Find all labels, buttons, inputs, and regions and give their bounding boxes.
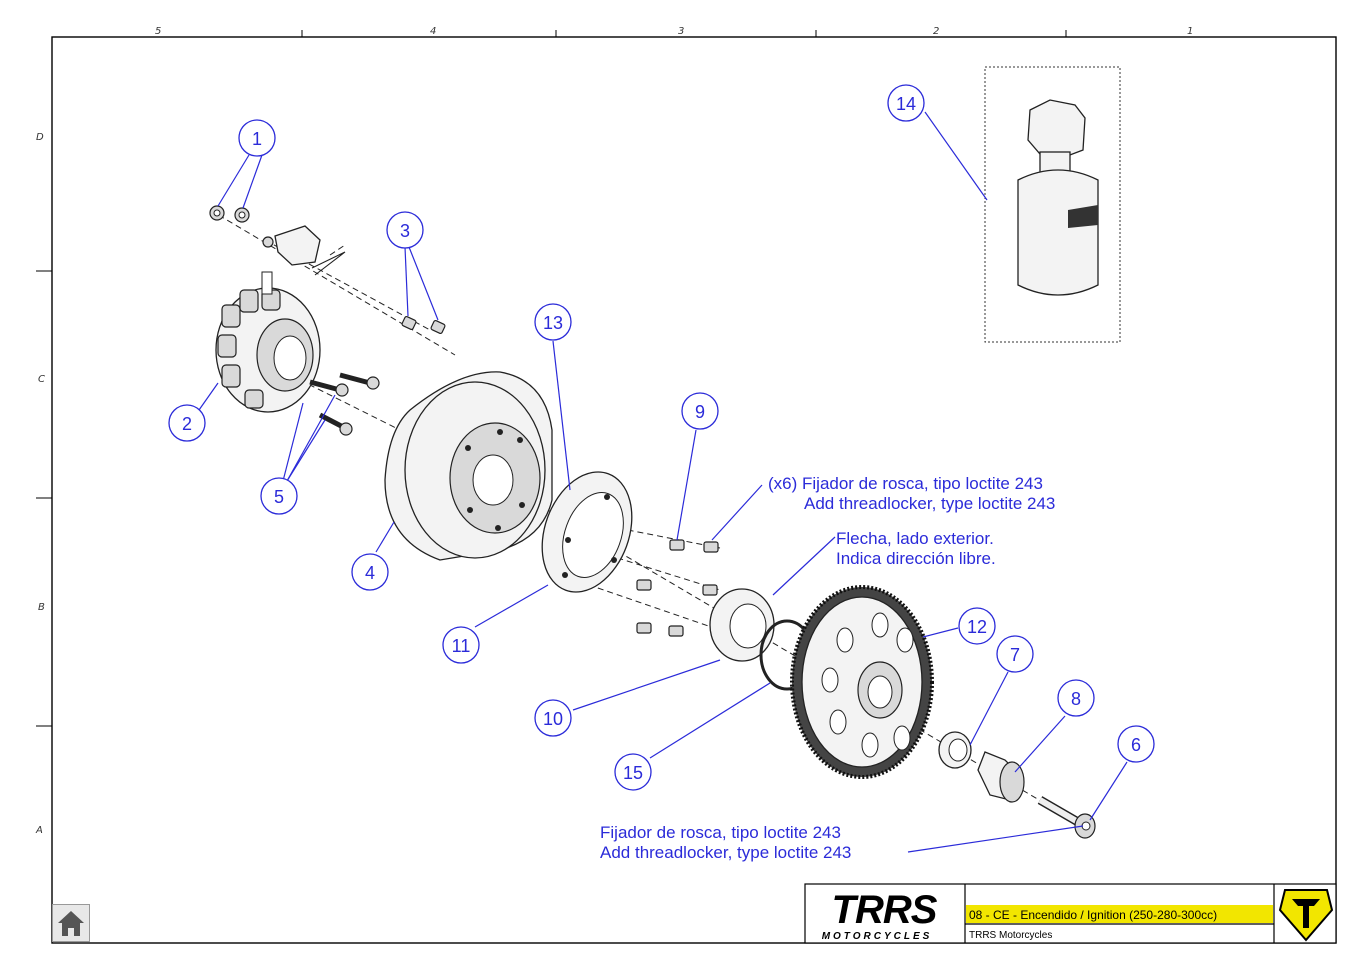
part-spacer	[977, 751, 1025, 803]
balloon-9: 9	[681, 392, 719, 430]
svg-text:12: 12	[967, 617, 987, 637]
svg-text:8: 8	[1071, 689, 1081, 709]
svg-text:15: 15	[623, 763, 643, 783]
balloon-6: 6	[1117, 725, 1155, 763]
svg-text:6: 6	[1131, 735, 1141, 755]
note-threadlocker-en: Add threadlocker, type loctite 243	[600, 843, 851, 862]
part-bearing	[709, 588, 775, 662]
zone-side-c: C	[38, 374, 45, 385]
title-block: TRRS MOTORCYCLES 08 - CE - Encendido / I…	[804, 883, 1337, 944]
svg-text:7: 7	[1010, 645, 1020, 665]
part-nuts	[209, 205, 250, 223]
part-puller-tool	[984, 66, 1121, 343]
zone-side-d: D	[36, 132, 44, 143]
part-clutch-ring	[541, 471, 633, 593]
leader-lines	[198, 111, 1128, 853]
balloon-12: 12	[958, 607, 996, 645]
balloon-11: 11	[442, 626, 480, 664]
zone-side-a: A	[35, 825, 43, 836]
part-pickup-sensor	[262, 225, 346, 276]
drawing-title: 08 - CE - Encendido / Ignition (250-280-…	[969, 908, 1217, 922]
balloon-1: 1	[238, 119, 276, 157]
balloon-5: 5	[260, 477, 298, 515]
zone-top-1: 5	[155, 26, 161, 37]
zone-top-5: 1	[1187, 26, 1193, 37]
trrs-emblem-icon	[1278, 889, 1334, 942]
svg-text:9: 9	[695, 402, 705, 422]
part-screws-3	[401, 315, 446, 335]
part-starter-gear	[790, 585, 934, 779]
svg-text:14: 14	[896, 94, 916, 114]
title-highlight	[966, 905, 1273, 923]
balloon-14: 14	[887, 84, 925, 122]
brand-logo: TRRS	[832, 888, 938, 932]
balloon-15: 15	[614, 753, 652, 791]
drawing-border	[51, 36, 1337, 944]
note-threadlocker-x6-en: Add threadlocker, type loctite 243	[804, 494, 1055, 513]
svg-text:4: 4	[365, 563, 375, 583]
zone-side-b: B	[38, 602, 45, 613]
brand-logo-sub: MOTORCYCLES	[822, 931, 933, 942]
zone-top-4: 2	[933, 26, 939, 37]
part-bolt	[1037, 796, 1096, 839]
zone-markers: 5 4 3 2 1 D C B A	[35, 26, 1193, 836]
home-icon	[58, 911, 84, 936]
zone-top-3: 3	[678, 26, 684, 37]
balloon-4: 4	[351, 553, 389, 591]
home-button[interactable]	[52, 904, 90, 942]
balloon-7: 7	[996, 635, 1034, 673]
svg-text:3: 3	[400, 221, 410, 241]
balloon-13: 13	[534, 303, 572, 341]
svg-text:1: 1	[252, 129, 262, 149]
balloon-2: 2	[168, 404, 206, 442]
note-threadlocker-es: Fijador de rosca, tipo loctite 243	[600, 823, 841, 842]
balloon-10: 10	[534, 699, 572, 737]
svg-text:2: 2	[182, 414, 192, 434]
svg-text:13: 13	[543, 313, 563, 333]
svg-text:10: 10	[543, 709, 563, 729]
svg-text:11: 11	[452, 636, 471, 656]
part-flywheel	[384, 371, 553, 561]
part-stator	[215, 271, 321, 413]
svg-text:5: 5	[274, 487, 284, 507]
zone-top-2: 4	[430, 26, 436, 37]
part-screws-9	[636, 539, 719, 637]
note-arrow-es: Flecha, lado exterior.	[836, 529, 994, 548]
balloon-3: 3	[386, 211, 424, 249]
note-threadlocker-x6-es: (x6) Fijador de rosca, tipo loctite 243	[768, 474, 1043, 493]
part-sleeve	[938, 731, 972, 769]
company-name: TRRS Motorcycles	[969, 930, 1052, 941]
balloon-8: 8	[1057, 679, 1095, 717]
note-arrow-es-2: Indica dirección libre.	[836, 549, 996, 568]
part-screws-5	[309, 372, 380, 436]
